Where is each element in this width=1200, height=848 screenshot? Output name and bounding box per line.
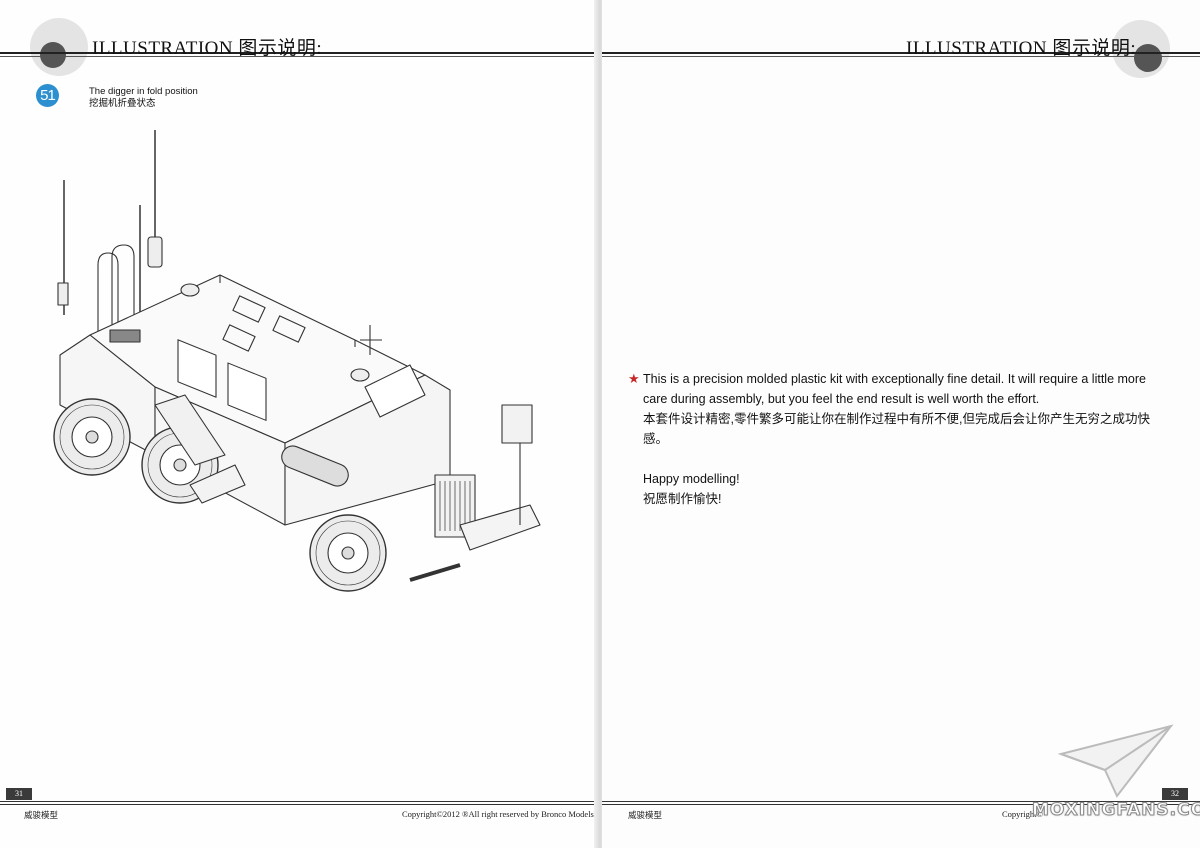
header-rule xyxy=(0,52,596,54)
decor-circle-small xyxy=(40,42,66,68)
page-title: ILLUSTRATION 图示说明: xyxy=(92,38,323,59)
note-text-en: This is a precision molded plastic kit w… xyxy=(643,372,1146,406)
header-rule-thin xyxy=(0,56,596,57)
page-number: 31 xyxy=(6,788,32,800)
footer-brand: 威骏模型 xyxy=(628,810,663,820)
header-rule-thin xyxy=(602,56,1200,57)
closing-text-en: Happy modelling! xyxy=(643,472,740,486)
page-title: ILLUSTRATION 图示说明: xyxy=(906,38,1137,59)
footer-rule xyxy=(602,801,1200,802)
note-text-zh: 本套件设计精密,零件繁多可能让你在制作过程中有所不便,但完成后会让你产生无穷之成… xyxy=(643,412,1150,446)
footer-copyright: Copyright©2012 ®All right reserved by Br… xyxy=(402,809,594,819)
header-rule xyxy=(602,52,1200,54)
watermark-text: MOXINGFANS.COM xyxy=(1032,800,1200,821)
right-page: ILLUSTRATION 图示说明: ★ This is a precision… xyxy=(602,0,1200,848)
step-caption: The digger in fold position 挖掘机折叠状态 xyxy=(89,86,198,110)
star-icon: ★ xyxy=(628,371,640,386)
page-number: 32 xyxy=(1162,788,1188,800)
vehicle-illustration-icon xyxy=(53,130,541,592)
footer-rule xyxy=(0,801,596,802)
decor-circle-small xyxy=(1134,44,1162,72)
footer-brand: 威骏模型 xyxy=(24,810,59,820)
closing-text-zh: 祝愿制作愉快! xyxy=(643,492,722,506)
assembly-note: ★ This is a precision molded plastic kit… xyxy=(628,369,1168,509)
footer-rule-thin xyxy=(0,804,596,805)
footer-rule-thin xyxy=(602,804,1200,805)
paper-plane-icon xyxy=(1057,724,1174,798)
footer-copyright: Copyright© xyxy=(1002,809,1043,819)
step-caption-en: The digger in fold position xyxy=(89,86,198,97)
left-page: ILLUSTRATION 图示说明: 51 The digger in fold… xyxy=(0,0,598,848)
step-number-badge: 51 xyxy=(36,84,59,107)
step-caption-zh: 挖掘机折叠状态 xyxy=(89,98,156,109)
